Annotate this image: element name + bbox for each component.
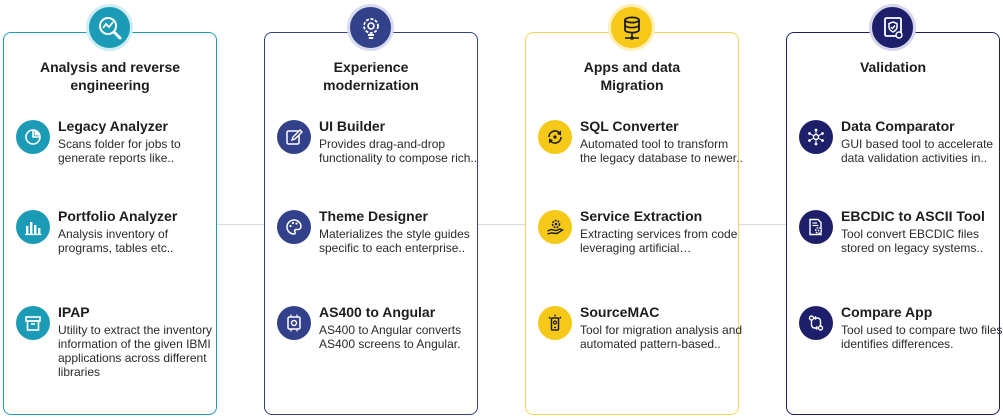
tool-title: SourceMAC (580, 304, 660, 320)
tool-title: SQL Converter (580, 118, 679, 134)
tool-description: AS400 to Angular converts AS400 screens … (319, 323, 462, 351)
tool-description: Materializes the style guides specific t… (319, 227, 470, 255)
network-hub-icon (799, 120, 833, 154)
archive-box-icon (16, 306, 50, 340)
tool-title: IPAP (58, 304, 90, 320)
tool-description: Extracting services from code leveraging… (580, 227, 738, 255)
tool-title: Portfolio Analyzer (58, 208, 178, 224)
card-experience: Experience modernization UI Builder Prov… (264, 32, 478, 415)
tool-title: Compare App (841, 304, 933, 320)
sync-arrows-icon (538, 120, 572, 154)
lightbulb-gear-icon (347, 4, 394, 51)
git-compare-icon (799, 306, 833, 340)
tool-title: UI Builder (319, 118, 386, 134)
pie-chart-icon (16, 120, 50, 154)
analytics-magnifier-icon (86, 4, 133, 51)
palette-icon (277, 210, 311, 244)
phone-gear-icon (538, 306, 572, 340)
hand-gear-icon (538, 210, 572, 244)
card-title: Validation (859, 59, 927, 75)
chip-icon (277, 306, 311, 340)
tool-description: Analysis inventory of programs, tables e… (58, 227, 174, 255)
document-gear-icon (799, 210, 833, 244)
tool-title: AS400 to Angular (319, 304, 436, 320)
card-title: Apps and data Migration (583, 59, 681, 93)
connector-line-1 (217, 224, 264, 225)
tool-description: Tool convert EBCDIC files stored on lega… (841, 227, 984, 255)
tool-description: GUI based tool to accelerate data valida… (841, 137, 994, 165)
tool-description: Automated tool to transform the legacy d… (580, 137, 743, 165)
certificate-icon (869, 4, 916, 51)
connector-line-2 (478, 224, 525, 225)
tool-title: Legacy Analyzer (58, 118, 168, 134)
card-analysis: Analysis and reverse engineering Legacy … (3, 32, 217, 415)
tool-description: Tool used to compare two files identifie… (841, 323, 1003, 351)
tool-description: Tool for migration analysis and automate… (580, 323, 743, 351)
tool-description: Provides drag-and-drop functionality to … (319, 137, 478, 165)
database-network-icon (608, 4, 655, 51)
connector-line-3 (739, 224, 786, 225)
card-title: Experience modernization (323, 59, 419, 93)
tool-title: Data Comparator (841, 118, 955, 134)
tool-title: Theme Designer (319, 208, 428, 224)
bar-chart-icon (16, 210, 50, 244)
edit-pencil-icon (277, 120, 311, 154)
tool-description: Utility to extract the inventory informa… (58, 323, 213, 379)
card-migration: Apps and data Migration SQL Converter Au… (525, 32, 743, 415)
card-validation: Validation Data Comparator GUI based too… (786, 32, 1003, 415)
tool-description: Scans folder for jobs to generate report… (58, 137, 181, 165)
tool-title: EBCDIC to ASCII Tool (841, 208, 985, 224)
card-title: Analysis and reverse engineering (39, 59, 181, 93)
tool-title: Service Extraction (580, 208, 703, 224)
